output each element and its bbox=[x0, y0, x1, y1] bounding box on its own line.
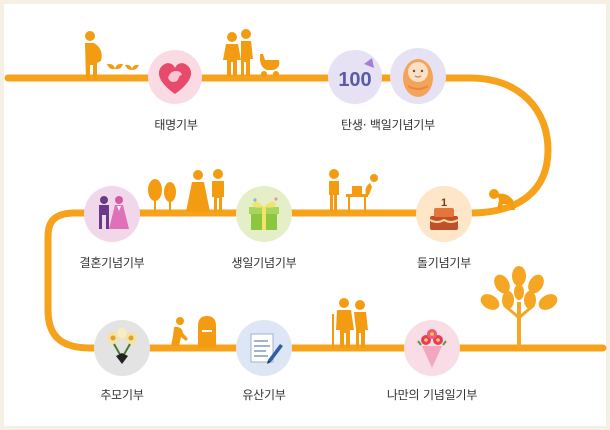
milestone-label-birthday: 생일기념기부 bbox=[231, 256, 297, 270]
milestone-birthday[interactable] bbox=[236, 186, 292, 242]
crawling-baby-figure bbox=[489, 189, 515, 210]
flowers-icon bbox=[107, 328, 137, 364]
milestone-wedding[interactable] bbox=[84, 186, 140, 242]
milestone-my-day[interactable] bbox=[404, 320, 460, 376]
family-figure bbox=[223, 29, 253, 76]
baby-icon bbox=[403, 59, 433, 97]
trees-icon bbox=[148, 179, 176, 212]
stroller-icon bbox=[260, 54, 280, 77]
couple-icon bbox=[99, 196, 129, 229]
bride-groom-figure bbox=[186, 169, 224, 212]
pregnant-woman-figure bbox=[85, 31, 102, 80]
milestone-hundred-badge[interactable]: 100 bbox=[328, 50, 382, 104]
elderly-couple-figure bbox=[332, 298, 368, 348]
milestone-label-birth: 탄생· 백일기념기부 bbox=[341, 118, 435, 132]
heart-icon bbox=[158, 63, 192, 94]
milestone-label-legacy: 유산기부 bbox=[242, 388, 286, 402]
milestone-label-memorial: 추모기부 bbox=[100, 388, 144, 402]
gravestone-icon bbox=[198, 316, 216, 348]
milestone-first-birthday[interactable]: 1 bbox=[416, 186, 472, 242]
cake-number: 1 bbox=[441, 197, 447, 209]
gift-icon bbox=[249, 197, 279, 230]
birthday-party-figure bbox=[329, 169, 378, 212]
milestone-legacy[interactable] bbox=[236, 320, 292, 376]
document-icon bbox=[250, 333, 283, 364]
cake-icon: 1 bbox=[429, 197, 459, 230]
hundred-badge: 100 bbox=[338, 69, 371, 91]
milestone-memorial[interactable] bbox=[94, 320, 150, 376]
milestone-fetus[interactable] bbox=[148, 50, 202, 104]
milestone-label-first-birthday: 돌기념기부 bbox=[416, 256, 472, 270]
bouquet-icon bbox=[417, 329, 447, 368]
milestone-label-my-day: 나만의 기념일기부 bbox=[386, 388, 478, 402]
sprout-icon bbox=[107, 63, 139, 78]
hundred-days-icon: 100 bbox=[338, 58, 374, 91]
tree-of-life-icon bbox=[480, 266, 558, 348]
milestone-label-wedding: 결혼기념기부 bbox=[79, 256, 145, 270]
milestone-label-fetus: 태명기부 bbox=[154, 118, 198, 132]
milestone-birth[interactable] bbox=[390, 48, 446, 104]
mourning-figure bbox=[171, 317, 188, 346]
